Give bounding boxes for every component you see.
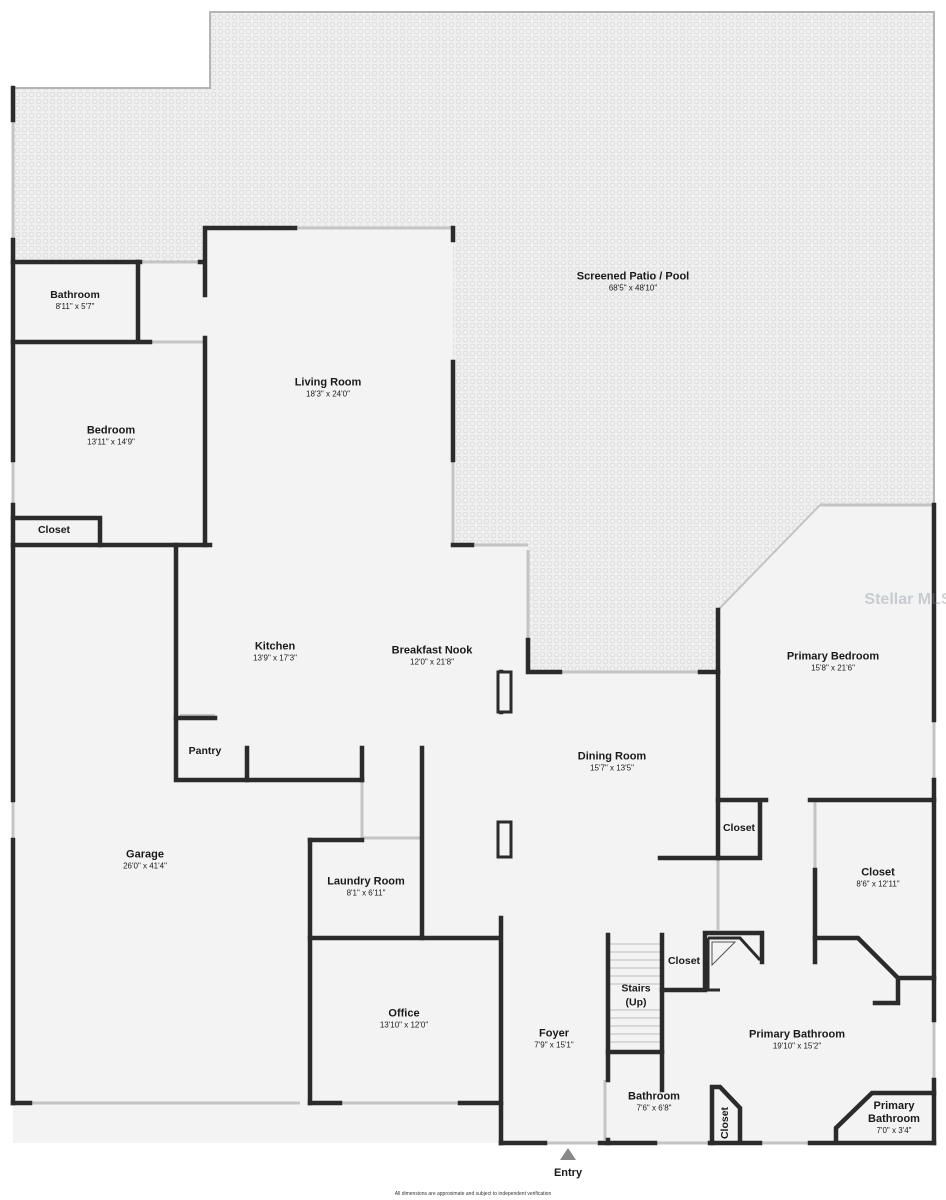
room-office: Office 13'10" x 12'0" xyxy=(380,1008,428,1031)
room-dims: 13'9" x 17'3" xyxy=(253,653,297,663)
room-name: Closet xyxy=(861,866,895,879)
pillar-2 xyxy=(496,820,513,859)
wall-pb-closet xyxy=(715,797,769,861)
room-name: Garage xyxy=(126,848,164,861)
room-foyer: Foyer 7'9" x 15'1" xyxy=(534,1028,573,1051)
room-dims: 13'10" x 12'0" xyxy=(379,1020,429,1030)
room-dims: 15'8" x 21'6" xyxy=(811,663,855,673)
entry-arrow-icon xyxy=(560,1148,576,1160)
room-primary-bedroom: Primary Bedroom 15'8" x 21'6" xyxy=(787,651,879,674)
room-living: Living Room 18'3" x 24'0" xyxy=(295,377,362,400)
wall-bath2-east xyxy=(709,1084,743,1146)
room-dims: 7'6" x 6'8" xyxy=(636,1103,672,1113)
wall-walkin-bottom xyxy=(812,935,937,1006)
wall-bath1 xyxy=(10,225,298,298)
room-dims: 18'3" x 24'0" xyxy=(306,389,350,399)
wall-bedroom-top xyxy=(10,335,208,548)
room-closet-3: Closet 8'6" x 12'11" xyxy=(856,867,899,890)
window xyxy=(717,504,821,611)
stairs-label: Stairs (Up) xyxy=(621,982,650,1009)
interior-floor xyxy=(13,228,934,1143)
entry-label: Entry xyxy=(553,1167,583,1179)
room-dims: 8'1" x 6'11" xyxy=(346,888,386,898)
room-screened-patio: Screened Patio / Pool 68'5" x 48'10" xyxy=(577,271,689,294)
room-kitchen: Kitchen 13'9" x 17'3" xyxy=(253,641,297,664)
wall-closet4 xyxy=(659,930,765,993)
patio-floor xyxy=(13,12,934,672)
room-name: Screened Patio / Pool xyxy=(576,270,690,283)
room-garage: Garage 26'0" x 41'4" xyxy=(123,849,167,872)
wall-laundry xyxy=(307,745,425,941)
room-closet-2: Closet xyxy=(722,822,756,834)
wall-living-east xyxy=(450,225,475,548)
room-name: Laundry Room xyxy=(327,875,405,888)
patio-screen-outline xyxy=(13,11,935,505)
wall-walkin xyxy=(807,797,937,965)
room-name: Office xyxy=(388,1007,420,1020)
pillar-1 xyxy=(496,670,513,714)
room-closet-1: Closet xyxy=(37,524,71,536)
room-name: Dining Room xyxy=(577,750,647,763)
room-name-line2: Bathroom xyxy=(868,1113,920,1126)
room-dims: 7'9" x 15'1" xyxy=(534,1040,574,1050)
room-dims: 68'5" x 48'10" xyxy=(608,283,658,293)
fireplace-icon xyxy=(706,936,762,992)
room-name: Bedroom xyxy=(86,424,136,437)
room-breakfast-nook: Breakfast Nook 12'0" x 21'8" xyxy=(392,645,473,668)
wall-pantry xyxy=(173,715,250,783)
room-bathroom-1: Bathroom 8'11" x 5'7" xyxy=(50,289,100,311)
stairs-line2: (Up) xyxy=(625,996,647,1008)
room-name: Living Room xyxy=(294,376,362,389)
room-dims: 19'10" x 15'2" xyxy=(772,1041,822,1051)
room-name: Primary Bedroom xyxy=(786,650,880,663)
room-dims: 7'0" x 3'4" xyxy=(876,1126,912,1136)
room-name: Bathroom xyxy=(50,288,100,301)
room-name-line1: Primary xyxy=(873,1100,915,1113)
room-primary-bathroom-2: Primary Bathroom 7'0" x 3'4" xyxy=(868,1100,920,1136)
wall-primary-bath2 xyxy=(833,1090,937,1143)
watermark: Stellar MLS xyxy=(864,591,946,608)
room-name: Kitchen xyxy=(254,640,296,653)
room-bathroom-2: Bathroom 7'6" x 6'8" xyxy=(628,1091,680,1114)
room-name: Foyer xyxy=(539,1027,569,1040)
room-name: Primary Bathroom xyxy=(749,1028,845,1041)
room-primary-bathroom: Primary Bathroom 19'10" x 15'2" xyxy=(749,1029,845,1052)
room-dining: Dining Room 15'7" x 13'5" xyxy=(578,751,646,774)
footer-note: All dimensions are approximate and subje… xyxy=(394,1191,552,1197)
wall-bath2 xyxy=(605,1049,665,1146)
room-dims: 15'7" x 13'5" xyxy=(590,763,634,773)
room-dims: 13'11" x 14'9" xyxy=(87,437,135,447)
room-bedroom: Bedroom 13'11" x 14'9" xyxy=(87,425,135,448)
room-name: Bathroom xyxy=(628,1090,680,1103)
room-laundry: Laundry Room 8'1" x 6'11" xyxy=(327,876,405,899)
room-closet-4: Closet xyxy=(667,955,701,967)
room-pantry: Pantry xyxy=(188,745,222,757)
room-name: Breakfast Nook xyxy=(391,644,473,657)
room-dims: 8'6" x 12'11" xyxy=(856,879,900,889)
room-dims: 26'0" x 41'4" xyxy=(123,861,167,871)
wall-nook xyxy=(525,637,721,675)
stairs-line1: Stairs xyxy=(621,982,651,995)
wall-south xyxy=(307,1100,937,1146)
wall-kitchen-west xyxy=(173,542,365,783)
room-closet-5: Closet xyxy=(719,1106,731,1140)
wall-closet1 xyxy=(10,515,103,548)
room-dims: 8'11" x 5'7" xyxy=(55,301,95,311)
wall-stairs xyxy=(605,932,665,1083)
room-dims: 12'0" x 21'8" xyxy=(410,657,454,667)
stair-treads xyxy=(610,943,660,1043)
